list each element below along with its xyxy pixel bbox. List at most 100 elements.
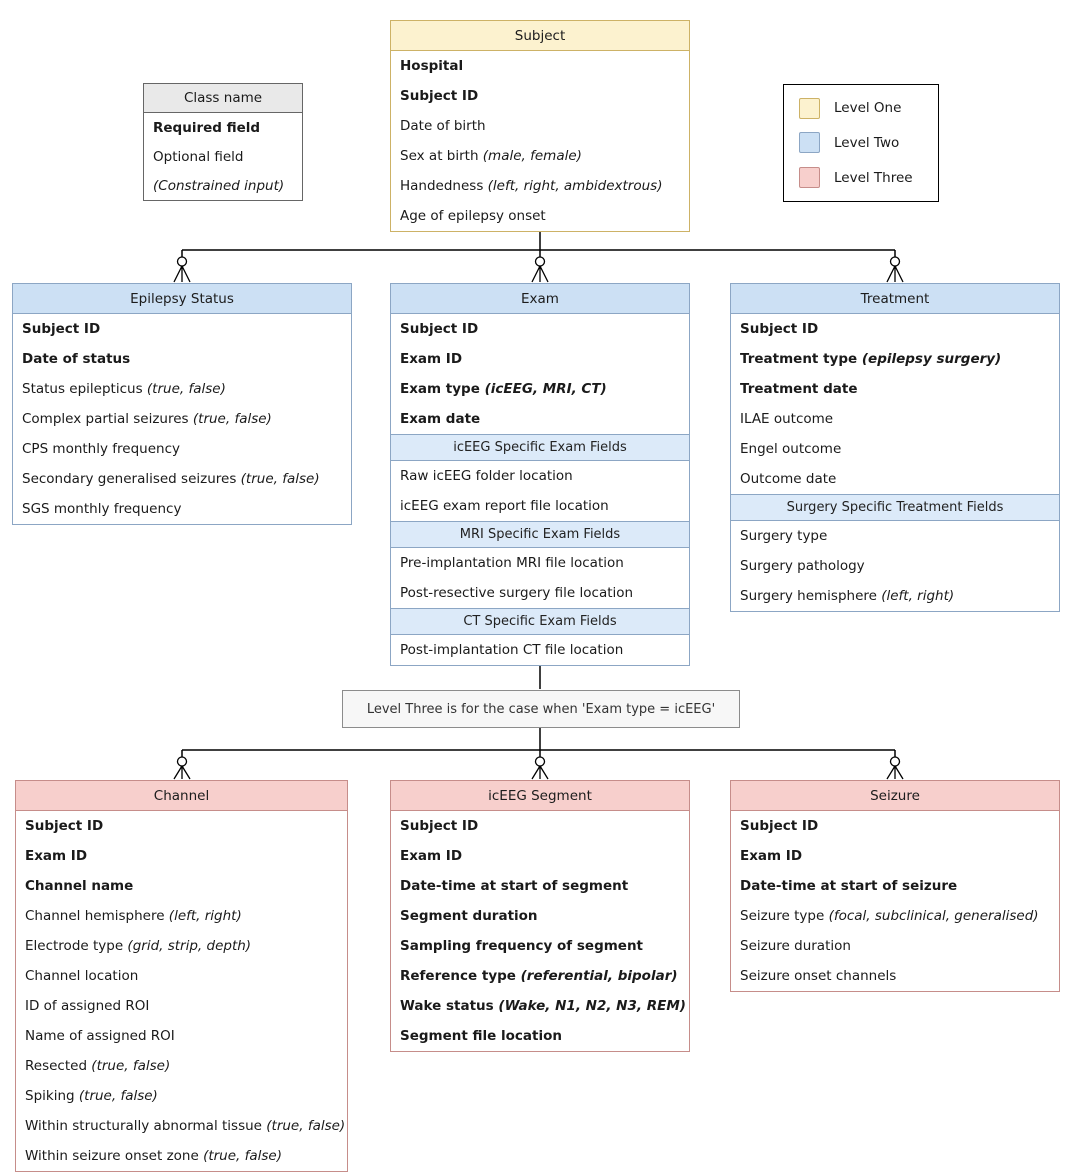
field-label: Surgery type <box>740 528 828 544</box>
field-row: Subject ID <box>391 811 689 841</box>
field-row: Treatment type (epilepsy surgery) <box>731 344 1059 374</box>
field-label: Status epilepticus <box>22 381 143 397</box>
field-label: Channel name <box>25 878 134 894</box>
field-row: Engel outcome <box>731 434 1059 464</box>
field-label: Sex at birth <box>400 148 479 164</box>
field-label: Wake status <box>400 998 494 1014</box>
field-row: Exam ID <box>391 841 689 871</box>
level-legend-item: Level Three <box>784 167 938 189</box>
field-row: Treatment date <box>731 374 1059 404</box>
field-row: Spiking (true, false) <box>16 1081 347 1111</box>
field-label: Date of status <box>22 351 131 367</box>
field-row: Exam type (icEEG, MRI, CT) <box>391 374 689 404</box>
field-label: Age of epilepsy onset <box>400 208 546 224</box>
field-row: Handedness (left, right, ambidextrous) <box>391 171 689 201</box>
field-label: Exam date <box>400 411 481 427</box>
field-row: Exam date <box>391 404 689 434</box>
field-row: Channel location <box>16 961 347 991</box>
entity-title: Epilepsy Status <box>13 284 351 314</box>
field-constraint: (true, false) <box>198 1148 283 1164</box>
level-three-note: Level Three is for the case when 'Exam t… <box>342 690 740 728</box>
entity-title: Seizure <box>731 781 1059 811</box>
field-row: Hospital <box>391 51 689 81</box>
crowsfoot-channel <box>173 756 191 780</box>
field-label: CPS monthly frequency <box>22 441 180 457</box>
field-constraint: (true, false) <box>188 411 272 427</box>
field-label: Handedness <box>400 178 484 194</box>
field-label: Outcome date <box>740 471 837 487</box>
field-row: Electrode type (grid, strip, depth) <box>16 931 347 961</box>
field-row: Exam ID <box>391 344 689 374</box>
field-row: Segment duration <box>391 901 689 931</box>
field-row: Within structurally abnormal tissue (tru… <box>16 1111 347 1141</box>
field-label: Subject ID <box>740 818 819 834</box>
field-row: Surgery hemisphere (left, right) <box>731 581 1059 611</box>
field-label: Raw icEEG folder location <box>400 468 573 484</box>
field-label: Date-time at start of segment <box>400 878 629 894</box>
field-constraint: (left, right) <box>876 588 955 604</box>
level-two-swatch <box>799 132 820 154</box>
field-label: Post-implantation CT file location <box>400 642 624 658</box>
field-row: Subject ID <box>731 811 1059 841</box>
field-row: Subject ID <box>731 314 1059 344</box>
field-row: Seizure onset channels <box>731 961 1059 991</box>
field-label: Post-resective surgery file location <box>400 585 634 601</box>
class-legend-row: Optional field <box>153 148 244 165</box>
class-name-legend-title: Class name <box>144 84 302 113</box>
field-label: Subject ID <box>25 818 104 834</box>
field-row: Seizure duration <box>731 931 1059 961</box>
level-legend-item: Level One <box>784 97 938 119</box>
field-label: ID of assigned ROI <box>25 998 150 1014</box>
field-label: Seizure onset channels <box>740 968 897 984</box>
field-row: Exam ID <box>16 841 347 871</box>
level-legend-label: Level One <box>834 100 902 117</box>
field-row: Surgery pathology <box>731 551 1059 581</box>
field-row: Channel name <box>16 871 347 901</box>
field-constraint: (icEEG, MRI, CT) <box>479 381 607 397</box>
field-label: Spiking <box>25 1088 75 1104</box>
field-label: Pre-implantation MRI file location <box>400 555 624 571</box>
field-label: Seizure duration <box>740 938 851 954</box>
field-label: Treatment date <box>740 381 858 397</box>
field-label: Subject ID <box>22 321 101 337</box>
field-row: Within seizure onset zone (true, false) <box>16 1141 347 1171</box>
crowsfoot-iceeg-segment <box>531 756 549 780</box>
entity-body: Subject ID Exam ID Exam type (icEEG, MRI, … <box>391 314 689 665</box>
field-label: Subject ID <box>400 818 479 834</box>
field-label: Treatment type <box>740 351 858 367</box>
field-label: icEEG exam report file location <box>400 498 609 514</box>
field-row: Subject ID <box>391 314 689 344</box>
entity-title: Treatment <box>731 284 1059 314</box>
field-constraint: (left, right, ambidextrous) <box>483 178 663 194</box>
field-label: Exam ID <box>740 848 803 864</box>
field-label: ILAE outcome <box>740 411 834 427</box>
field-label: Surgery hemisphere <box>740 588 877 604</box>
field-constraint: (referential, bipolar) <box>515 968 678 984</box>
entity-exam: Exam Subject ID Exam ID Exam type (icEEG, … <box>390 283 690 666</box>
field-row: Age of epilepsy onset <box>391 201 689 231</box>
field-label: Exam ID <box>400 351 463 367</box>
entity-title: Exam <box>391 284 689 314</box>
field-label: Segment file location <box>400 1028 562 1044</box>
field-row: Pre-implantation MRI file location <box>391 548 689 578</box>
field-row: Sex at birth (male, female) <box>391 141 689 171</box>
field-row: Subject ID <box>13 314 351 344</box>
field-label: Secondary generalised seizures <box>22 471 237 487</box>
field-row: Wake status (Wake, N1, N2, N3, REM) <box>391 991 689 1021</box>
class-legend-row: Required field <box>153 119 261 136</box>
field-label: Channel location <box>25 968 139 984</box>
field-row: Exam ID <box>731 841 1059 871</box>
field-label: Reference type <box>400 968 516 984</box>
field-label: Sampling frequency of segment <box>400 938 644 954</box>
field-row: Subject ID <box>391 81 689 111</box>
crowsfoot-exam <box>531 256 549 283</box>
